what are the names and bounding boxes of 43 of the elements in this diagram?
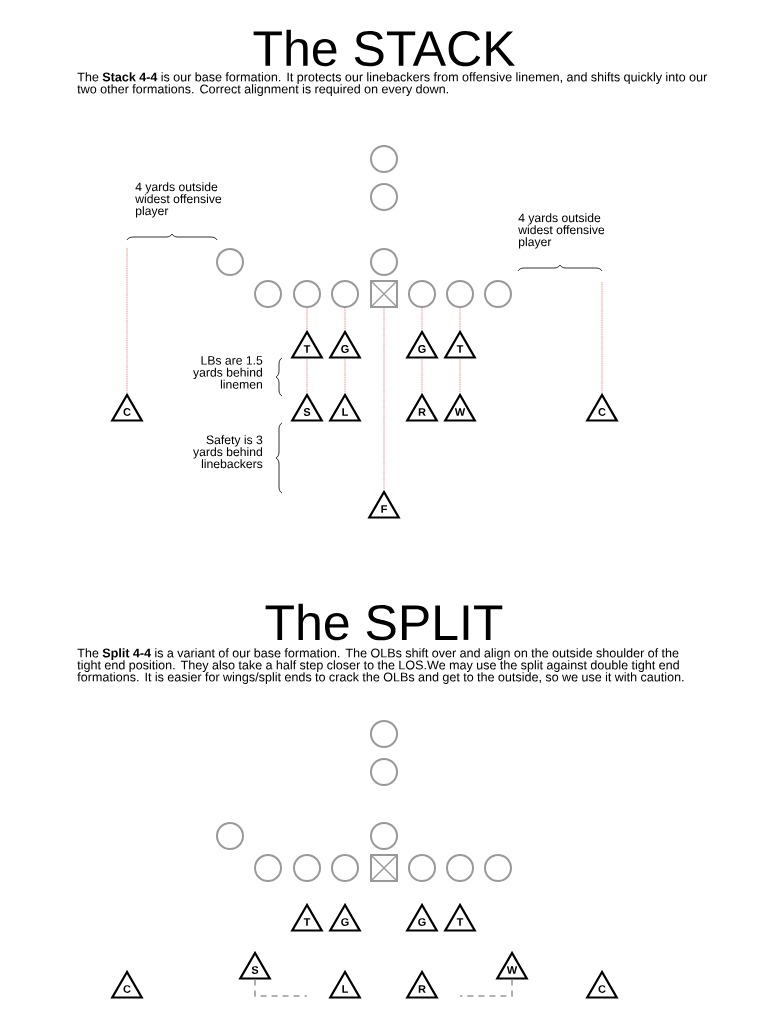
player-circle	[408, 280, 436, 308]
guide-line	[344, 307, 346, 331]
guide-line	[306, 358, 308, 394]
guide-line	[126, 247, 128, 394]
note-text: Safety is 3 yards behind linebackers	[193, 435, 263, 469]
player-circle	[293, 854, 321, 882]
player-circle	[331, 280, 359, 308]
guide-line	[601, 281, 603, 394]
center-square	[370, 854, 398, 882]
dashed-line	[459, 978, 513, 997]
player-circle	[370, 720, 398, 748]
player-circle	[446, 854, 474, 882]
section-title: The SPLIT	[265, 603, 503, 641]
note-text: 4 yards outside widest offensive player	[518, 213, 605, 249]
player-circle	[370, 248, 398, 276]
note-text: LBs are 1.5 yards behind linemen	[193, 356, 263, 389]
section-title: The STACK	[253, 29, 515, 67]
note-text: 4 yards outside widest offensive player	[135, 182, 222, 218]
center-square	[370, 280, 398, 308]
player-circle	[446, 280, 474, 308]
player-circle	[254, 854, 282, 882]
dashed-line	[254, 978, 308, 997]
player-circle	[293, 280, 321, 308]
player-circle	[484, 854, 512, 882]
player-circle	[331, 854, 359, 882]
guide-line	[459, 307, 461, 331]
player-circle	[408, 854, 436, 882]
guide-line	[421, 358, 423, 394]
player-circle	[370, 822, 398, 850]
player-circle	[254, 280, 282, 308]
player-circle	[370, 758, 398, 786]
guide-line	[421, 307, 423, 331]
player-circle	[370, 183, 398, 211]
guide-line	[459, 358, 461, 394]
description-text: The Split 4-4 is a variant of our base formation. The OLBs shift over and align on the outside shoulder of the tight end position. They also take a half step closer to the LOS.We may use the split against double tight end formations. It is easier for wings/split ends to crack the OLBs and get to the outside, so we use it with caution.	[77, 648, 684, 684]
player-circle	[484, 280, 512, 308]
player-circle	[370, 145, 398, 173]
guide-line	[383, 307, 385, 491]
player-circle	[216, 822, 244, 850]
guide-line	[306, 307, 308, 331]
guide-line	[344, 358, 346, 394]
player-circle	[216, 248, 244, 276]
description-text: The Stack 4-4 is our base formation. It protects our linebackers from offensive linemen, and shifts quickly into our two other formations. Correct alignment is required on every down.	[77, 72, 708, 96]
